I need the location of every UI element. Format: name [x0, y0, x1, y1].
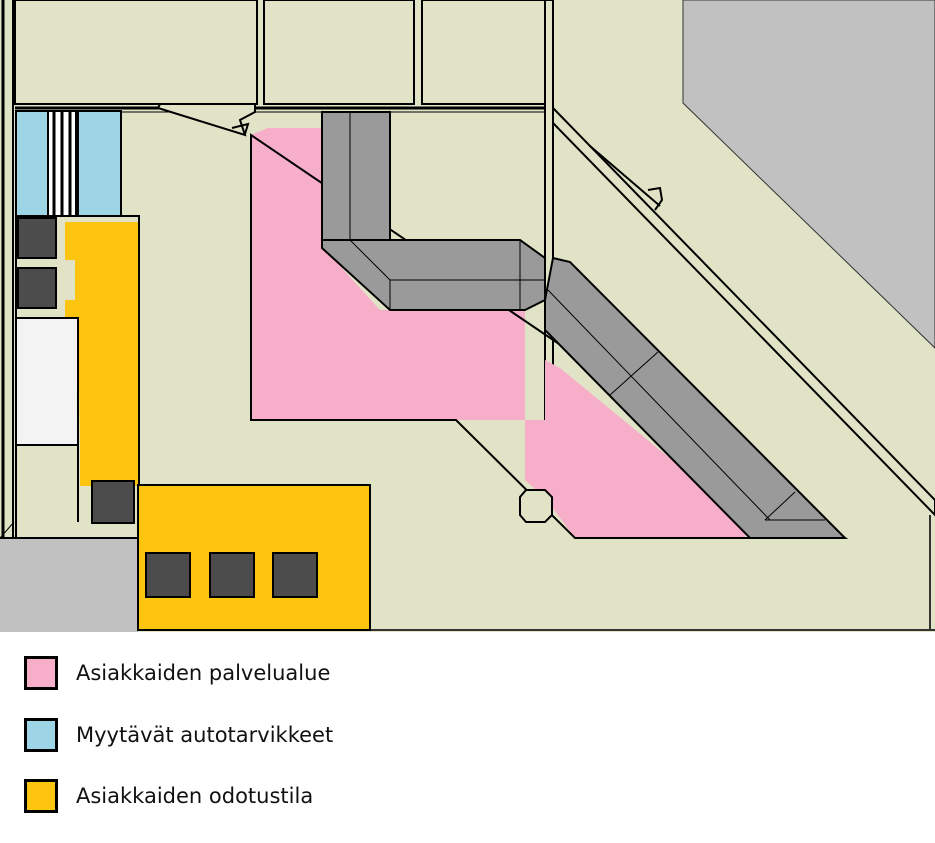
chair-bottom-2 [209, 552, 255, 598]
chair-bottom-1 [145, 552, 191, 598]
accessories-shelf-left [15, 110, 49, 217]
accessories-shelf-right [77, 110, 122, 217]
floor-plan [0, 0, 935, 632]
legend-label-waiting: Asiakkaiden odotustila [76, 784, 314, 808]
chair-left-2 [17, 267, 57, 309]
counter-vertical [321, 111, 391, 241]
counter-diagonal-tick-1 [609, 351, 659, 396]
door-top [156, 103, 256, 137]
chair-left-3 [91, 480, 135, 524]
counter-diagonal-tick-2 [764, 491, 796, 521]
customer-service-area [251, 128, 745, 538]
exterior-bottom-left-gray [0, 538, 138, 632]
pink-swatch [24, 656, 58, 690]
chair-left-1 [17, 217, 57, 259]
counter-diagonal-line [547, 289, 771, 521]
left-bottom-diag [0, 521, 15, 539]
exterior-right-gray [682, 0, 935, 349]
legend-item-service: Asiakkaiden palvelualue [24, 653, 330, 693]
top-room-right [421, 0, 547, 105]
legend-label-accessories: Myytävät autotarvikkeet [76, 723, 334, 747]
diagonal-door-handle [647, 186, 664, 211]
top-room-left [14, 0, 258, 105]
counter-horizontal [321, 239, 546, 311]
counter-diagonal [544, 256, 848, 539]
diagonal-wall [552, 105, 935, 517]
legend-label-service: Asiakkaiden palvelualue [76, 661, 331, 685]
diagonal-door-mark [589, 145, 661, 207]
door-handle-top [231, 122, 250, 135]
legend-item-waiting: Asiakkaiden odotustila [24, 776, 313, 816]
legend-item-accessories: Myytävät autotarvikkeet [24, 715, 333, 755]
top-room-middle [263, 0, 415, 105]
blue-swatch [24, 718, 58, 752]
column-base-center [519, 489, 553, 523]
counter-horizontal-divider [349, 239, 391, 281]
white-furniture [15, 317, 79, 446]
chair-bottom-3 [272, 552, 318, 598]
yellow-swatch [24, 779, 58, 813]
waiting-area-left-fill [65, 222, 139, 486]
